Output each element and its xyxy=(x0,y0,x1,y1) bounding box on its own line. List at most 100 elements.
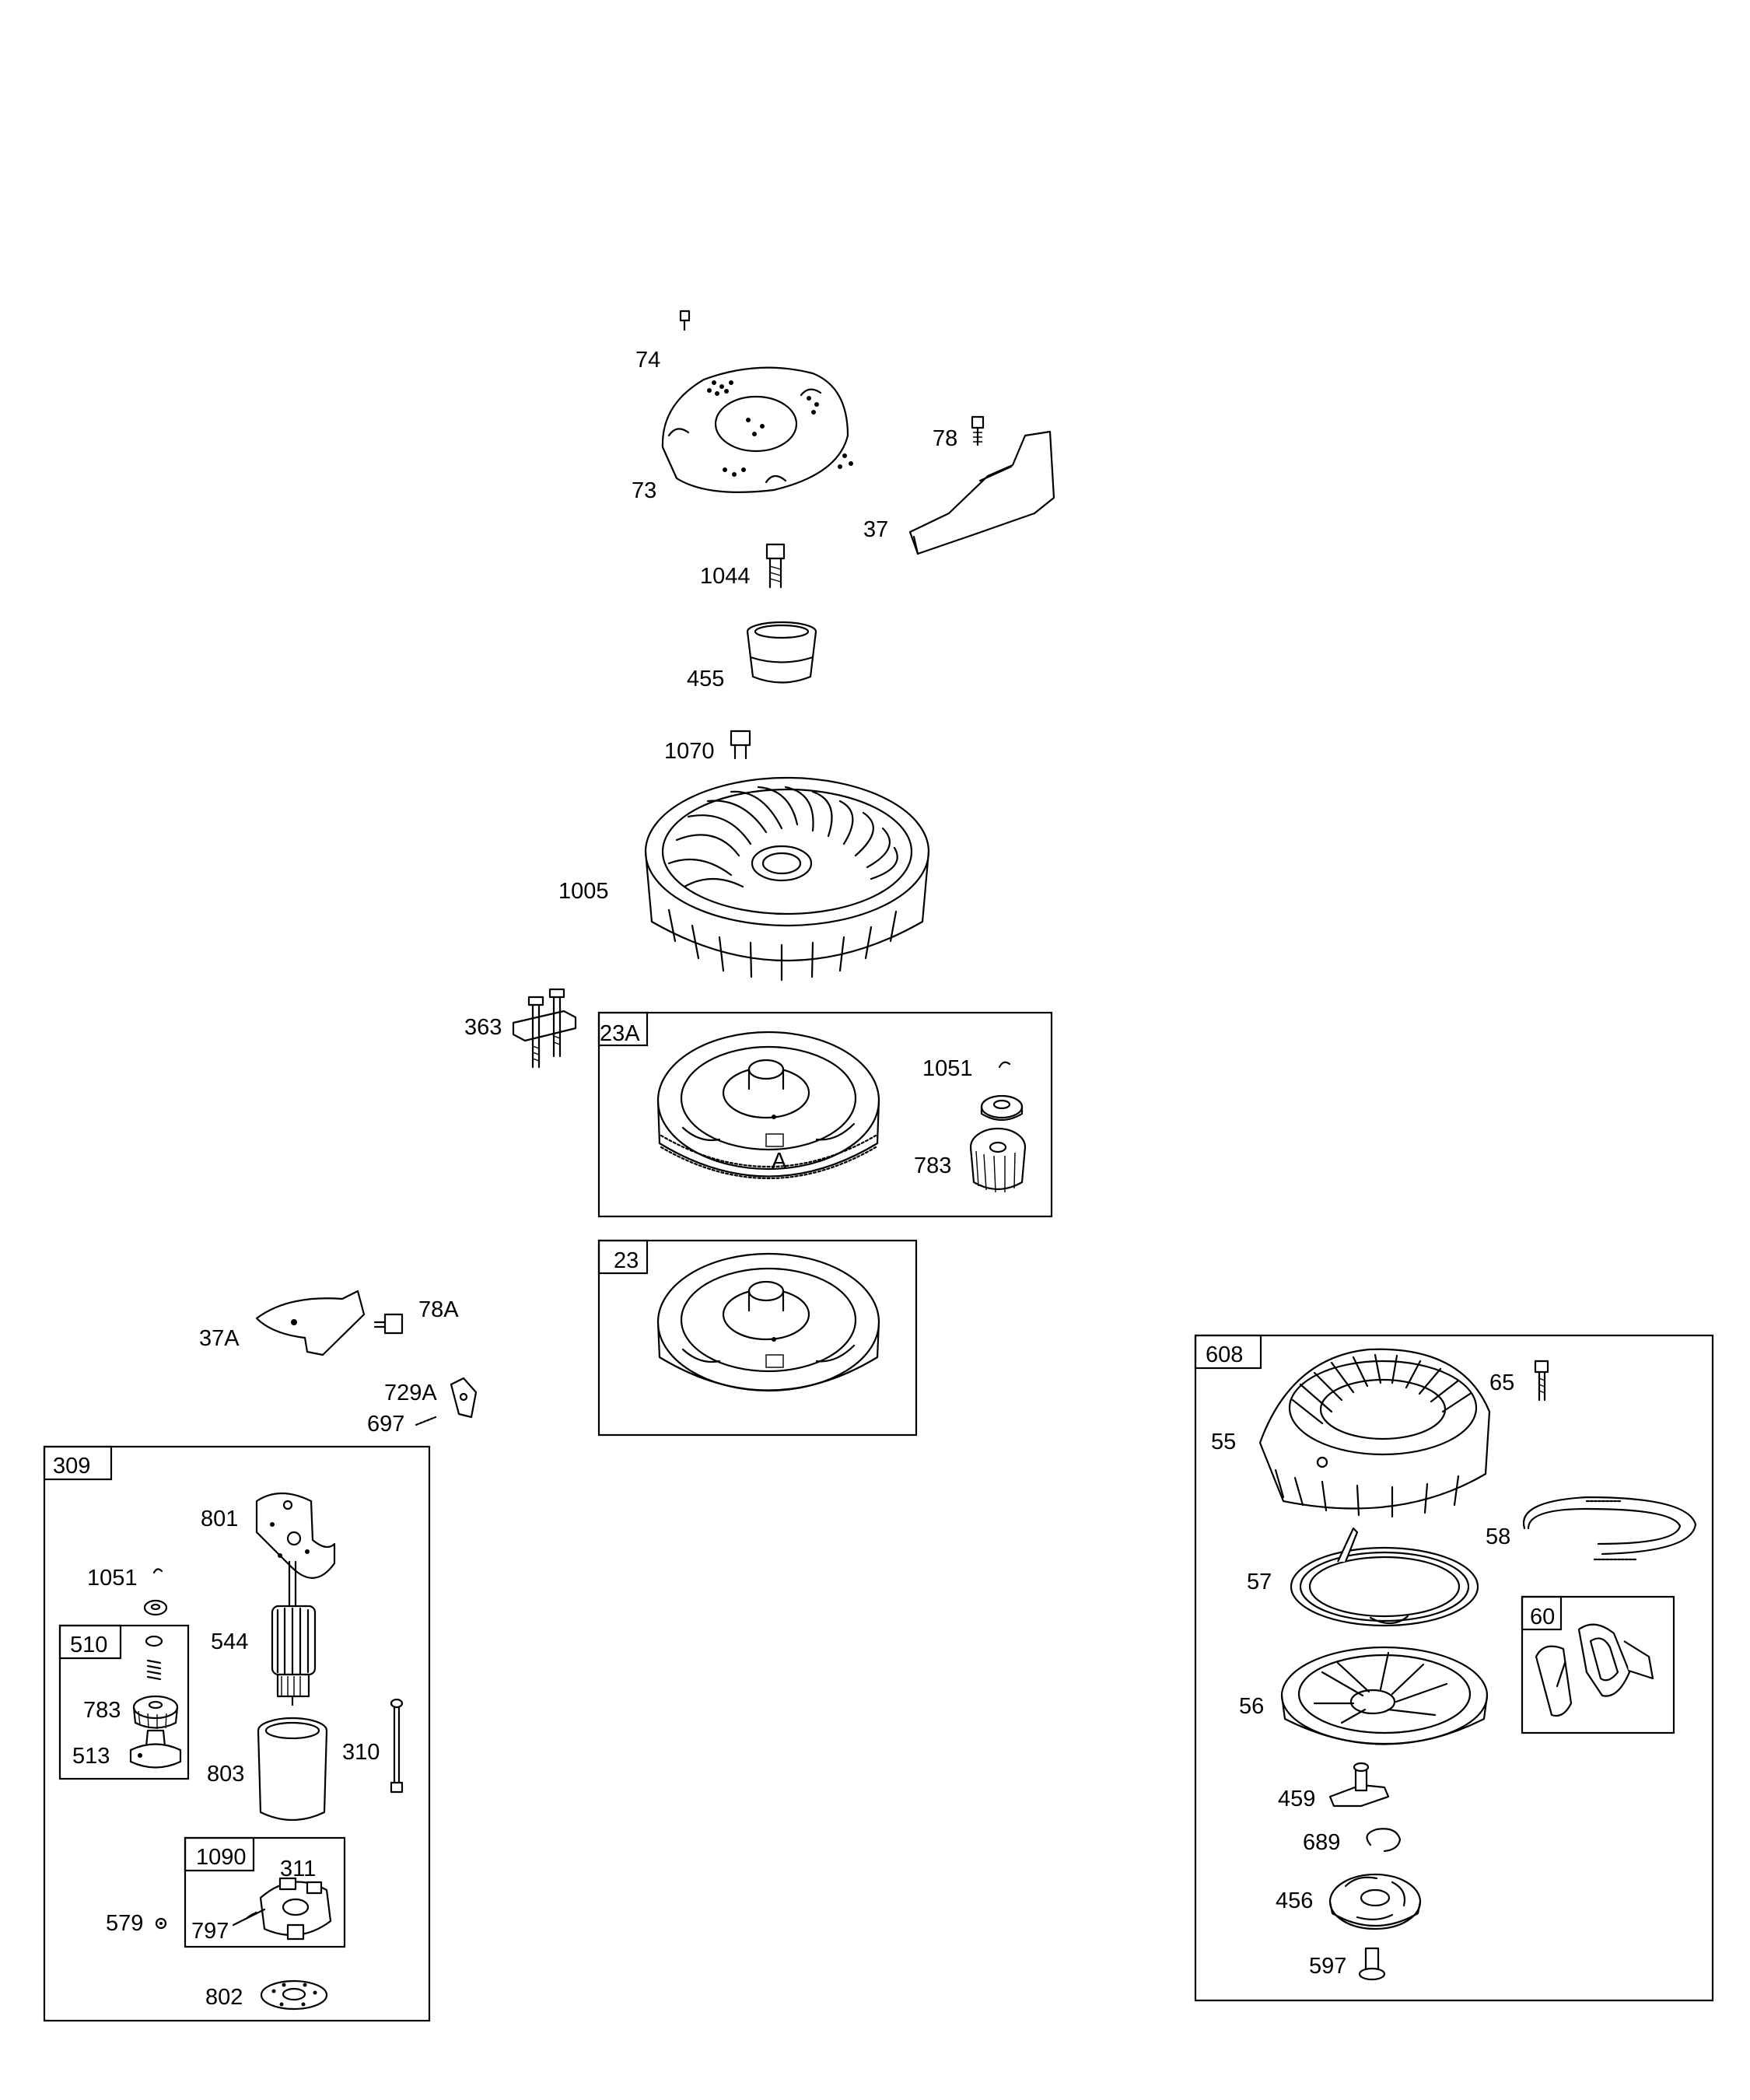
bolt-1044-part xyxy=(765,543,786,589)
label-689: 689 xyxy=(1303,1830,1340,1855)
cover-73-part xyxy=(661,366,853,493)
label-783-flywheel: 783 xyxy=(914,1153,951,1178)
label-78: 78 xyxy=(933,426,957,451)
box-label-23: 23 xyxy=(614,1248,639,1273)
flywheel-23A-part xyxy=(656,1031,880,1180)
box-23A xyxy=(597,1011,1053,1218)
fan-1005-part xyxy=(644,776,930,982)
label-802: 802 xyxy=(205,1985,243,2010)
box-23A-tag xyxy=(597,1011,649,1047)
box-608-tag xyxy=(1194,1334,1262,1370)
screw-78-part xyxy=(971,415,985,446)
air-guide-37-part xyxy=(908,430,1055,555)
bracket-801-part xyxy=(255,1493,336,1579)
label-37A: 37A xyxy=(199,1326,240,1351)
box-label-608: 608 xyxy=(1206,1342,1243,1367)
spring-57-part xyxy=(1290,1527,1479,1627)
label-783-starter: 783 xyxy=(83,1698,121,1723)
reel-56-part xyxy=(1280,1646,1489,1745)
screw-78A-part xyxy=(373,1313,404,1335)
box-309-tag xyxy=(43,1445,113,1481)
housing-803-part xyxy=(257,1717,328,1822)
brush-holder-part xyxy=(232,1877,332,1941)
label-57: 57 xyxy=(1247,1570,1272,1594)
label-597: 597 xyxy=(1309,1954,1346,1979)
screw-697-part xyxy=(415,1416,437,1426)
label-579: 579 xyxy=(106,1911,143,1936)
label-310: 310 xyxy=(342,1740,380,1765)
ring-689-part xyxy=(1366,1828,1402,1853)
label-513: 513 xyxy=(72,1744,110,1769)
label-1005: 1005 xyxy=(558,879,609,904)
label-78A: 78A xyxy=(418,1297,459,1322)
label-1070: 1070 xyxy=(664,739,715,764)
box-label-510: 510 xyxy=(70,1633,107,1657)
box-60-tag xyxy=(1521,1595,1563,1631)
armature-544-part xyxy=(271,1560,317,1706)
air-guide-37A-part xyxy=(255,1290,366,1356)
label-801: 801 xyxy=(201,1507,238,1531)
box-23 xyxy=(597,1239,918,1437)
starter-washer-part xyxy=(145,1635,163,1647)
handle-60-part xyxy=(1535,1623,1654,1717)
bolt-1070-part xyxy=(730,730,751,760)
screw-597-part xyxy=(1358,1947,1386,1981)
pinion-513-part xyxy=(129,1729,182,1769)
label-58: 58 xyxy=(1486,1524,1510,1549)
label-56: 56 xyxy=(1239,1694,1264,1719)
label-803: 803 xyxy=(207,1762,244,1787)
label-37: 37 xyxy=(863,517,888,542)
rope-58-part xyxy=(1522,1496,1697,1561)
gear-783-part xyxy=(969,1127,1027,1193)
label-73: 73 xyxy=(632,478,656,503)
box-510 xyxy=(58,1624,190,1780)
label-55: 55 xyxy=(1211,1430,1236,1454)
washer-starter-part xyxy=(143,1599,168,1616)
end-cap-802-part xyxy=(260,1979,328,2011)
flywheel-23-part xyxy=(656,1252,880,1392)
label-74: 74 xyxy=(635,348,660,373)
label-65: 65 xyxy=(1489,1370,1514,1395)
cup-455-part xyxy=(746,621,817,684)
label-1051-starter: 1051 xyxy=(87,1566,138,1591)
box-608 xyxy=(1194,1334,1714,2002)
box-60 xyxy=(1521,1595,1675,1734)
washer-part xyxy=(980,1094,1024,1122)
label-697: 697 xyxy=(367,1412,404,1437)
label-455: 455 xyxy=(687,667,724,691)
box-1090-tag xyxy=(184,1836,255,1872)
box-510-tag xyxy=(58,1624,122,1660)
nut-579-part xyxy=(155,1917,167,1930)
box-label-309: 309 xyxy=(53,1454,90,1479)
label-729A: 729A xyxy=(384,1381,437,1405)
box-label-60: 60 xyxy=(1530,1605,1555,1629)
flywheel-marker-A: A xyxy=(772,1149,787,1174)
clip-729A-part xyxy=(450,1377,478,1419)
label-311: 311 xyxy=(280,1857,316,1881)
bracket-363-part xyxy=(512,988,577,1069)
box-23-tag xyxy=(597,1239,649,1275)
screw-65-part xyxy=(1534,1360,1549,1402)
rewind-housing-55-part xyxy=(1258,1348,1491,1518)
box-label-1090: 1090 xyxy=(196,1845,247,1870)
clip-1051-starter-part xyxy=(152,1568,163,1574)
screw-74-part xyxy=(679,310,691,331)
box-1090 xyxy=(184,1836,346,1948)
pawl-459-part xyxy=(1328,1762,1390,1808)
cup-456-part xyxy=(1328,1873,1422,1930)
label-456: 456 xyxy=(1276,1888,1313,1913)
label-1051-flywheel: 1051 xyxy=(922,1056,973,1081)
label-544: 544 xyxy=(211,1629,248,1654)
starter-spring-part xyxy=(146,1659,162,1681)
through-bolt-310-part xyxy=(390,1698,404,1794)
box-label-23A: 23A xyxy=(600,1021,640,1046)
box-309 xyxy=(43,1445,431,2022)
label-459: 459 xyxy=(1278,1787,1315,1811)
gear-783-starter-part xyxy=(132,1695,179,1729)
clip-1051-part xyxy=(998,1061,1011,1069)
label-797: 797 xyxy=(191,1919,229,1944)
label-363: 363 xyxy=(464,1015,502,1040)
label-1044: 1044 xyxy=(700,564,751,589)
